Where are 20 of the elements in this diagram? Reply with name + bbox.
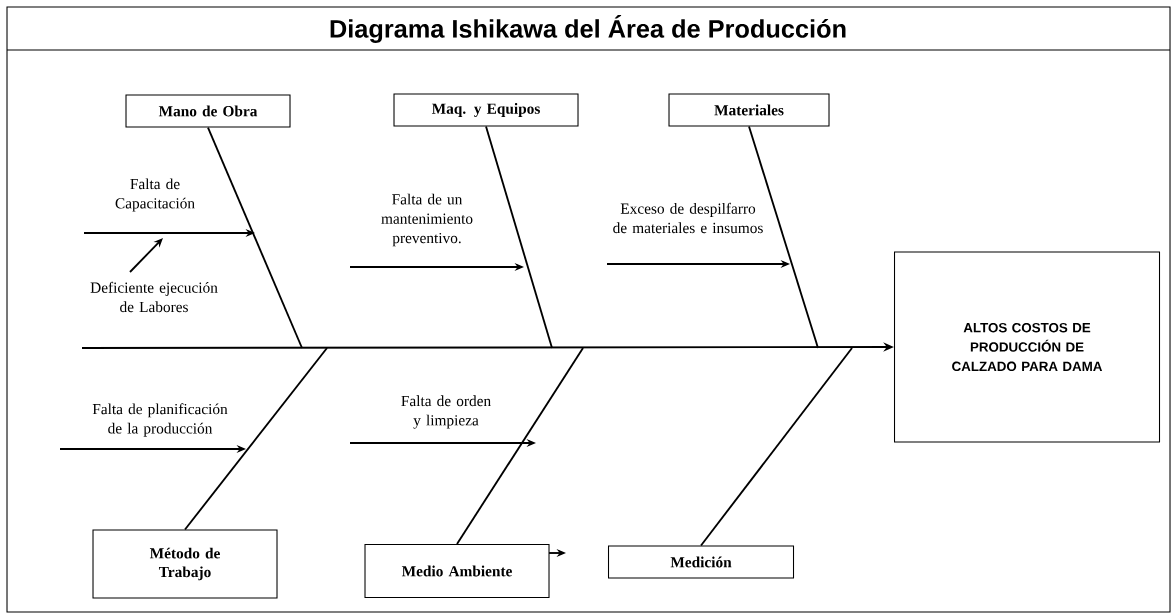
cause-text: Falta de planificación de la producción xyxy=(92,403,228,437)
cause-text: Falta de orden y limpieza xyxy=(401,395,491,429)
cause-text: Falta de Capacitación xyxy=(115,178,195,212)
category-box: Método de Trabajo xyxy=(92,529,278,599)
category-box: Maq. y Equipos xyxy=(393,93,579,127)
title: Diagrama Ishikawa del Área de Producción xyxy=(330,15,846,43)
bone-line xyxy=(207,126,303,349)
bone-line xyxy=(485,125,553,349)
cause-text: Falta de un mantenimiento preventivo. xyxy=(381,193,473,247)
category-box: Medición xyxy=(607,545,795,579)
bone-line xyxy=(456,347,584,545)
category-box: Medio Ambiente xyxy=(364,543,550,599)
cause-text: Deficiente ejecución de Labores xyxy=(90,281,218,313)
category-box: Materiales xyxy=(668,93,830,127)
bone-line xyxy=(748,125,819,349)
bone-line xyxy=(700,347,853,547)
bone-line xyxy=(184,347,328,531)
category-box: Mano de Obra xyxy=(125,94,291,128)
cause-text: Exceso de despilfarro de materiales e insumos xyxy=(613,202,763,234)
effect-box: ALTOS COSTOS DE PRODUCCIÓN DE CALZADO PARA DAMA xyxy=(893,251,1161,443)
